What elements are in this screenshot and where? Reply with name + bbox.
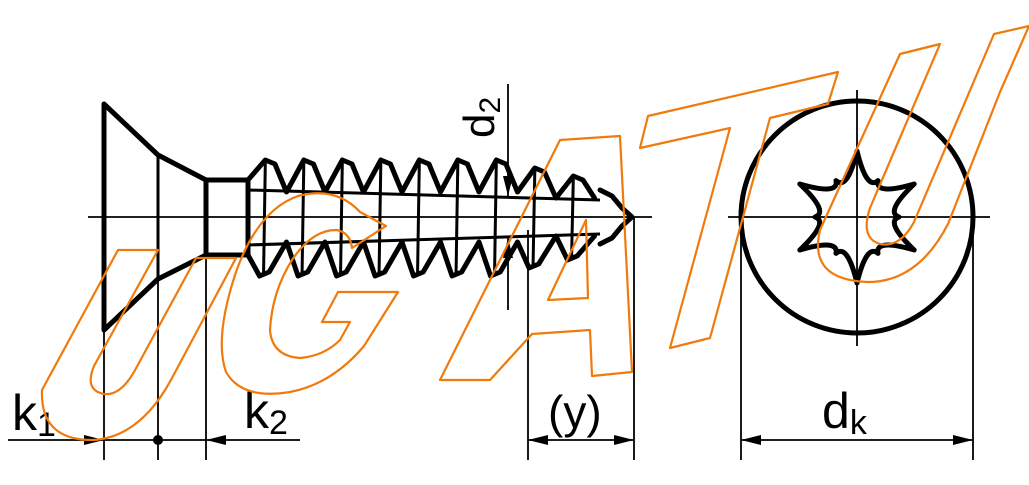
screw-head-view bbox=[728, 90, 990, 346]
svg-text:dk: dk bbox=[822, 383, 868, 442]
k1-subscript: 1 bbox=[37, 406, 56, 444]
d2-label: d bbox=[455, 114, 504, 138]
thread-crest-slant bbox=[300, 161, 306, 275]
dimension-d2: d2 bbox=[455, 84, 513, 310]
screw-side-view bbox=[88, 101, 652, 333]
svg-text:k1: k1 bbox=[12, 385, 56, 444]
k1-dot bbox=[153, 435, 163, 445]
k2-subscript: 2 bbox=[269, 404, 288, 442]
minor-diameter-bottom bbox=[247, 232, 601, 247]
k1-label: k bbox=[12, 385, 38, 441]
d2-subscript: 2 bbox=[474, 97, 507, 114]
dimension-k1: k1 bbox=[8, 385, 206, 445]
thread-crest-slant bbox=[262, 161, 267, 275]
watermark-letter-t bbox=[638, 70, 840, 350]
dimension-y: (y) bbox=[528, 386, 634, 445]
dk-subscript: k bbox=[850, 404, 868, 442]
dimension-k2: k2 bbox=[206, 383, 300, 445]
thread-crest-slant bbox=[339, 161, 344, 275]
thread-crest-slant bbox=[570, 177, 575, 259]
thread-crest-slant bbox=[531, 169, 537, 267]
svg-text:k2: k2 bbox=[244, 383, 288, 442]
thread-crest-slant bbox=[377, 161, 383, 275]
screw-tip bbox=[597, 187, 635, 247]
watermark-letter-a bbox=[438, 134, 634, 382]
watermark-letter-u1 bbox=[40, 248, 238, 442]
dimension-dk: dk bbox=[740, 217, 974, 460]
thread-slants bbox=[262, 161, 575, 275]
watermark-ugatu bbox=[40, 24, 1029, 442]
watermark-letter-g bbox=[220, 192, 400, 395]
thread-crest-slant bbox=[454, 161, 460, 275]
thread-profile-top bbox=[245, 157, 597, 201]
svg-text:d2: d2 bbox=[455, 97, 507, 138]
dk-label: d bbox=[822, 383, 850, 439]
extension-lines bbox=[103, 217, 635, 460]
thread-crest-slant bbox=[416, 161, 421, 275]
watermark-letter-u2 bbox=[816, 24, 1029, 284]
minor-diameter-top bbox=[247, 188, 601, 202]
thread-crest-slant bbox=[493, 161, 498, 275]
torx-recess-icon bbox=[797, 148, 917, 286]
y-label: (y) bbox=[548, 386, 602, 438]
